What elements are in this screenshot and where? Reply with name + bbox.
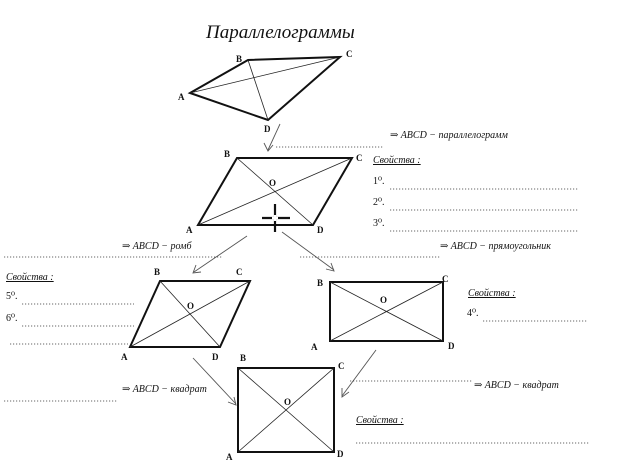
center-o-label: O (284, 397, 291, 407)
rhombus-properties-heading: Свойства : (6, 272, 54, 283)
vertex-c-label: C (356, 153, 363, 163)
rectangle-figure: A B C D O (311, 274, 455, 352)
square-diagonal-bd (237, 367, 335, 453)
quadrilateral-diagonal-bd (247, 59, 269, 121)
vertex-b-label: B (317, 278, 323, 288)
vertex-d-label: D (264, 124, 271, 134)
vertex-c-label: C (338, 361, 345, 371)
property-1-number: 1⁰. (373, 176, 385, 187)
vertex-a-label: A (121, 352, 128, 362)
vertex-a-label: A (311, 342, 318, 352)
arrow-to-parallelogram (263, 123, 281, 152)
vertex-d-label: D (337, 449, 344, 459)
vertex-b-label: B (236, 54, 242, 64)
note-square-right: ⇒ ABCD − квадрат (474, 380, 559, 391)
vertex-a-label: A (186, 225, 193, 235)
center-o-label: O (269, 178, 276, 188)
vertex-c-label: C (346, 49, 353, 59)
parallelogram-diagonal-bd (236, 157, 314, 226)
arrow-to-rhombus (192, 235, 248, 274)
property-3-number: 3⁰. (373, 218, 385, 229)
vertex-c-label: C (442, 274, 449, 284)
note-rectangle: ⇒ ABCD − прямоугольник (440, 241, 551, 252)
rhombus-figure: A B C D O (121, 267, 252, 362)
rhombus-diagonal-bd (159, 280, 221, 348)
arrow-to-rectangle (281, 231, 335, 272)
parallelogram-properties-heading: Свойства : (373, 155, 421, 166)
property-2-number: 2⁰. (373, 197, 385, 208)
note-parallelogram: ⇒ ABCD − параллелограмм (390, 130, 508, 141)
vertex-d-label: D (317, 225, 324, 235)
rectangle-properties-heading: Свойства : (468, 288, 516, 299)
property-6-number: 6⁰. (6, 313, 18, 324)
property-5-number: 5⁰. (6, 291, 18, 302)
rectangle-outline (329, 281, 444, 342)
vertex-c-label: C (236, 267, 243, 277)
vertex-b-label: B (240, 353, 246, 363)
arrow-rectangle-to-square (341, 349, 377, 398)
square-outline (237, 367, 335, 453)
vertex-d-label: D (212, 352, 219, 362)
page-title: Параллелограммы (205, 22, 355, 43)
arrow-rhombus-to-square (192, 357, 237, 406)
quadrilateral-figure: A B C D (178, 49, 353, 134)
vertex-b-label: B (224, 149, 230, 159)
vertex-b-label: B (154, 267, 160, 277)
vertex-d-label: D (448, 341, 455, 351)
note-rhombus: ⇒ ABCD − ромб (122, 241, 193, 252)
cursor-crosshair-icon (262, 204, 290, 232)
quadrilateral-diagonal-ac (189, 56, 341, 94)
square-properties-heading: Свойства : (356, 415, 404, 426)
note-square-left: ⇒ ABCD − квадрат (122, 384, 207, 395)
center-o-label: O (187, 301, 194, 311)
property-4-number: 4⁰. (467, 308, 479, 319)
center-o-label: O (380, 295, 387, 305)
square-figure: A B C D O (226, 353, 345, 462)
vertex-a-label: A (226, 452, 233, 462)
rectangle-diagonal-bd (329, 281, 444, 342)
vertex-a-label: A (178, 92, 185, 102)
